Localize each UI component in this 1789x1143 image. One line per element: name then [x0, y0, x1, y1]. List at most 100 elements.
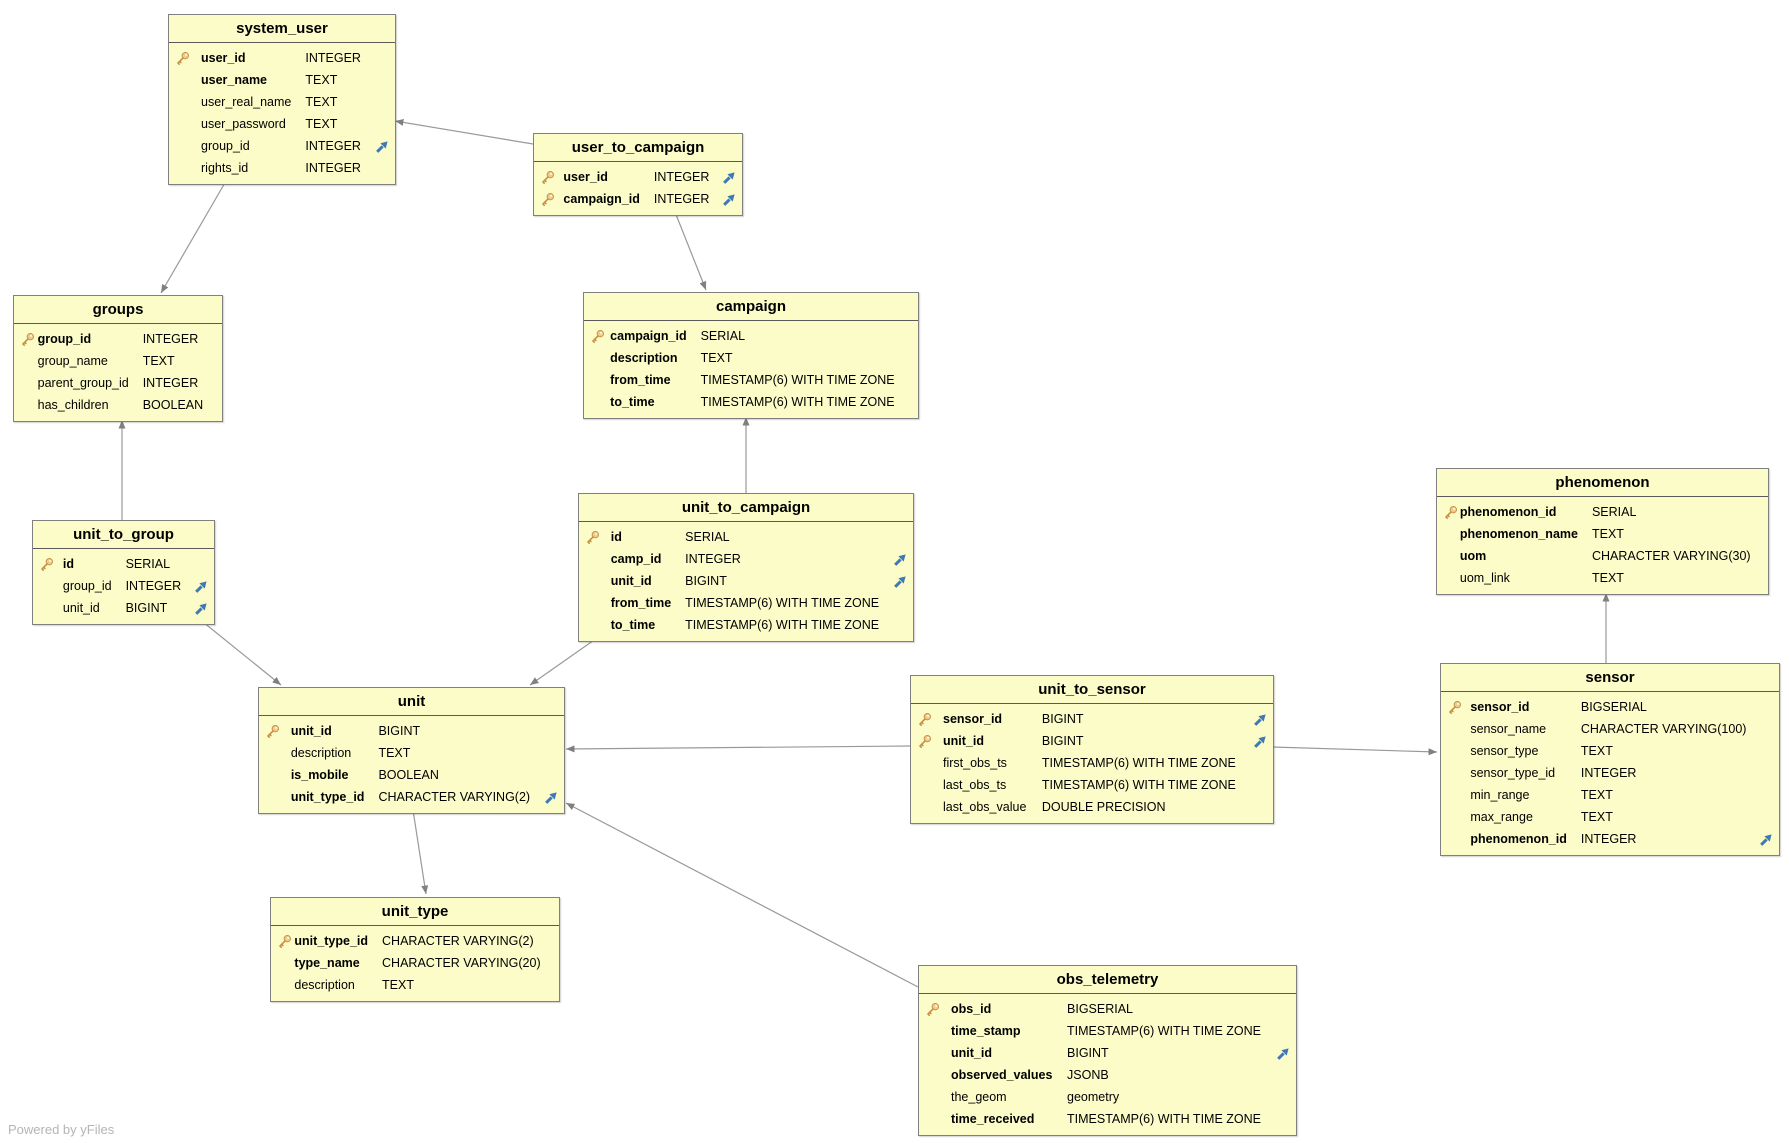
field-type: INTEGER	[305, 161, 361, 175]
key-cell	[14, 372, 38, 394]
key-cell	[1441, 718, 1470, 740]
fk-cell	[1754, 762, 1779, 784]
key-cell	[534, 188, 563, 210]
field-name: camp_id	[610, 552, 662, 566]
key-cell	[919, 1108, 951, 1130]
field-type: TEXT	[1580, 810, 1613, 824]
field-type: TEXT	[1591, 527, 1624, 541]
field-name: max_range	[1470, 810, 1533, 824]
primary-key-icon	[919, 735, 931, 749]
field-type: CHARACTER VARYING(20)	[382, 956, 541, 970]
primary-key-icon	[919, 713, 931, 727]
field-name: unit_id	[943, 734, 984, 748]
field-name: id	[62, 557, 75, 571]
key-cell	[534, 166, 563, 188]
key-cell	[1441, 740, 1470, 762]
key-cell	[911, 796, 943, 818]
key-cell	[271, 974, 294, 996]
primary-key-icon	[542, 171, 554, 185]
relationship-edge-unit-to-unit_type	[412, 809, 429, 895]
primary-key-icon	[279, 935, 291, 949]
fk-cell	[369, 91, 395, 113]
field-name: to_time	[610, 395, 655, 409]
field-type: SERIAL	[1591, 505, 1637, 519]
key-cell	[271, 952, 294, 974]
field-type: TIMESTAMP(6) WITH TIME ZONE	[685, 618, 880, 632]
field-name: last_obs_value	[943, 800, 1027, 814]
entity-title: unit_to_group	[33, 521, 214, 549]
field-type: BIGINT	[1041, 734, 1084, 748]
field-name: phenomenon_id	[1470, 832, 1567, 846]
field-name: observed_values	[951, 1068, 1053, 1082]
fk-cell	[549, 930, 559, 952]
field-name: user_id	[201, 51, 246, 65]
key-cell	[169, 91, 201, 113]
field-type: BIGINT	[1067, 1046, 1109, 1060]
key-cell	[579, 548, 611, 570]
primary-key-icon	[1449, 701, 1461, 715]
field-type: INTEGER	[142, 376, 199, 390]
field-type: INTEGER	[653, 170, 710, 184]
primary-key-icon	[22, 333, 34, 347]
foreign-key-arrow-icon	[894, 576, 906, 588]
fk-cell	[717, 166, 742, 188]
key-cell	[1441, 828, 1470, 850]
entity-title: unit	[259, 688, 564, 716]
field-type: CHARACTER VARYING(30)	[1591, 549, 1751, 563]
field-name: description	[610, 351, 678, 365]
field-type: TEXT	[1580, 788, 1613, 802]
field-name: sensor_type	[1470, 744, 1539, 758]
key-cell	[14, 394, 38, 416]
field-type: SERIAL	[125, 557, 171, 571]
field-row-sensor_type: sensor_type TEXT	[1441, 740, 1779, 762]
key-cell	[33, 597, 63, 619]
primary-key-icon	[587, 531, 599, 545]
fk-cell	[1247, 774, 1273, 796]
field-type: SERIAL	[700, 329, 746, 343]
field-type: BOOLEAN	[378, 768, 439, 782]
key-cell	[919, 1042, 951, 1064]
field-name: time_received	[951, 1112, 1035, 1126]
key-cell	[169, 47, 201, 69]
field-type: BIGINT	[1041, 712, 1084, 726]
field-type: TIMESTAMP(6) WITH TIME ZONE	[700, 373, 895, 387]
fk-cell	[717, 188, 742, 210]
field-row-uom: uom CHARACTER VARYING(30)	[1437, 545, 1768, 567]
fk-cell	[189, 597, 214, 619]
key-cell	[169, 157, 201, 179]
field-name: sensor_type_id	[1470, 766, 1556, 780]
field-name: group_id	[201, 139, 250, 153]
primary-key-icon	[542, 193, 554, 207]
field-type: geometry	[1067, 1090, 1120, 1104]
field-name: uom	[1459, 549, 1487, 563]
fk-cell	[1754, 696, 1779, 718]
field-type: TEXT	[1580, 744, 1613, 758]
key-cell	[259, 742, 291, 764]
field-type: SERIAL	[685, 530, 730, 544]
